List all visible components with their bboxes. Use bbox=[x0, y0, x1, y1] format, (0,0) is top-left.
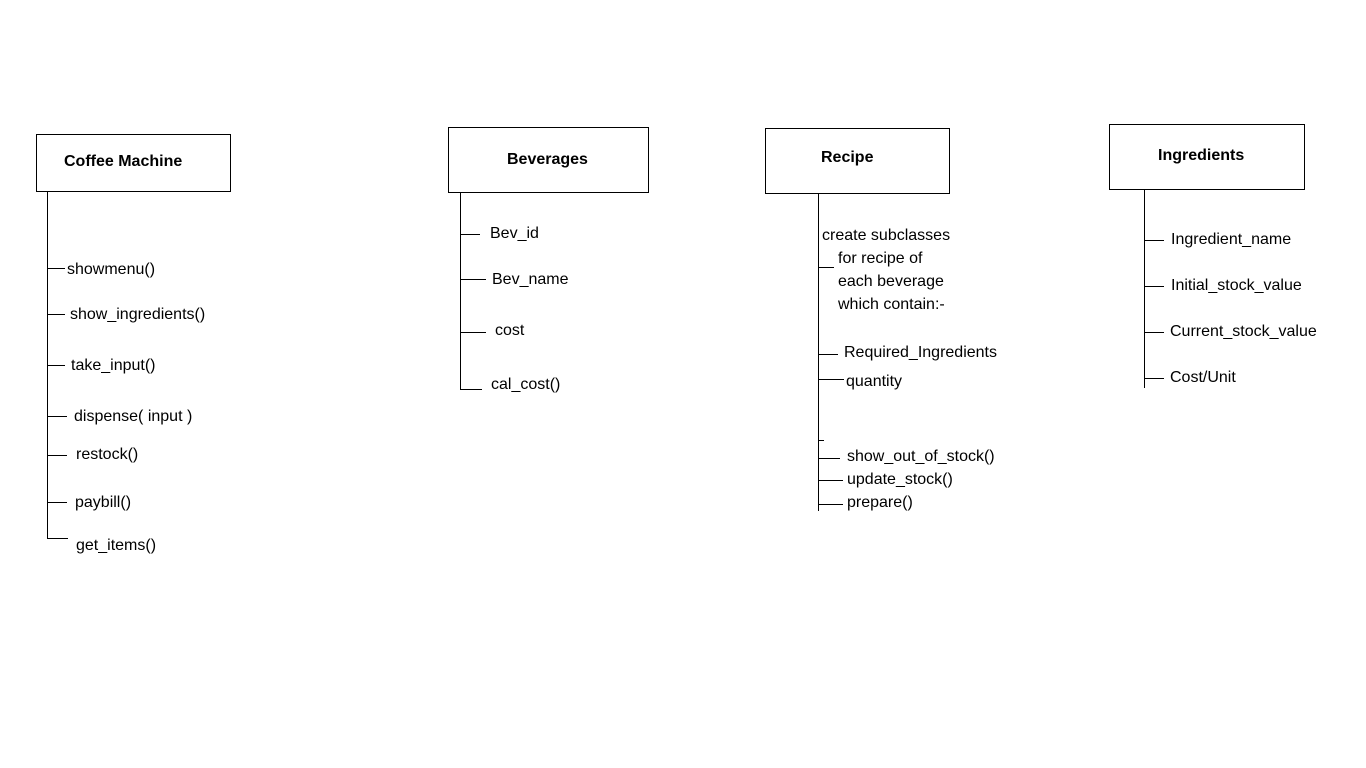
connector-line bbox=[47, 502, 67, 503]
member-dispense: dispense( input ) bbox=[74, 408, 193, 425]
member-cal-cost: cal_cost() bbox=[491, 376, 561, 393]
connector-line bbox=[1144, 378, 1164, 379]
connector-line bbox=[47, 365, 65, 366]
ingredients-class-title: Ingredients bbox=[1158, 147, 1245, 164]
recipe-note-line-1: create subclasses bbox=[822, 227, 951, 244]
member-showmenu: showmenu() bbox=[67, 261, 156, 278]
member-restock: restock() bbox=[76, 446, 139, 463]
recipe-class-box bbox=[765, 128, 950, 194]
connector-line bbox=[818, 267, 834, 268]
connector-line bbox=[47, 268, 65, 269]
member-initial-stock-value: Initial_stock_value bbox=[1171, 277, 1302, 294]
beverages-trunk-line bbox=[460, 193, 461, 390]
beverages-class-title: Beverages bbox=[507, 151, 588, 168]
member-cost: cost bbox=[495, 322, 525, 339]
connector-line bbox=[47, 538, 68, 539]
ingredients-class-box bbox=[1109, 124, 1305, 190]
connector-line bbox=[460, 332, 486, 333]
recipe-note-line-2: for recipe of bbox=[838, 250, 923, 267]
member-bev-id: Bev_id bbox=[490, 225, 539, 242]
member-get-items: get_items() bbox=[76, 537, 157, 554]
member-cost-unit: Cost/Unit bbox=[1170, 369, 1236, 386]
recipe-class-title: Recipe bbox=[821, 149, 874, 166]
coffee-machine-class-title: Coffee Machine bbox=[64, 153, 183, 170]
connector-line bbox=[818, 458, 840, 459]
connector-line bbox=[47, 416, 67, 417]
connector-line bbox=[1144, 332, 1164, 333]
member-prepare: prepare() bbox=[847, 494, 913, 511]
connector-line bbox=[818, 440, 824, 441]
member-show-out-of-stock: show_out_of_stock() bbox=[847, 448, 995, 465]
connector-line bbox=[460, 279, 486, 280]
member-update-stock: update_stock() bbox=[847, 471, 953, 488]
member-paybill: paybill() bbox=[75, 494, 132, 511]
connector-line bbox=[818, 379, 844, 380]
member-bev-name: Bev_name bbox=[492, 271, 569, 288]
member-ingredient-name: Ingredient_name bbox=[1171, 231, 1292, 248]
connector-line bbox=[460, 234, 480, 235]
connector-line bbox=[47, 314, 65, 315]
member-quantity: quantity bbox=[846, 373, 903, 390]
member-take-input: take_input() bbox=[71, 357, 156, 374]
recipe-trunk-line bbox=[818, 194, 819, 511]
member-show-ingredients: show_ingredients() bbox=[70, 306, 206, 323]
beverages-class-box bbox=[448, 127, 649, 193]
coffee-machine-class-box bbox=[36, 134, 231, 192]
connector-line bbox=[818, 504, 843, 505]
ingredients-trunk-line bbox=[1144, 190, 1145, 388]
member-current-stock-value: Current_stock_value bbox=[1170, 323, 1317, 340]
connector-line bbox=[1144, 240, 1164, 241]
member-required-ingredients: Required_Ingredients bbox=[844, 344, 997, 361]
connector-line bbox=[1144, 286, 1164, 287]
recipe-note-line-4: which contain:- bbox=[838, 296, 945, 313]
connector-line bbox=[460, 389, 482, 390]
connector-line bbox=[818, 480, 843, 481]
connector-line bbox=[818, 354, 838, 355]
recipe-note-line-3: each beverage bbox=[838, 273, 944, 290]
connector-line bbox=[47, 455, 67, 456]
